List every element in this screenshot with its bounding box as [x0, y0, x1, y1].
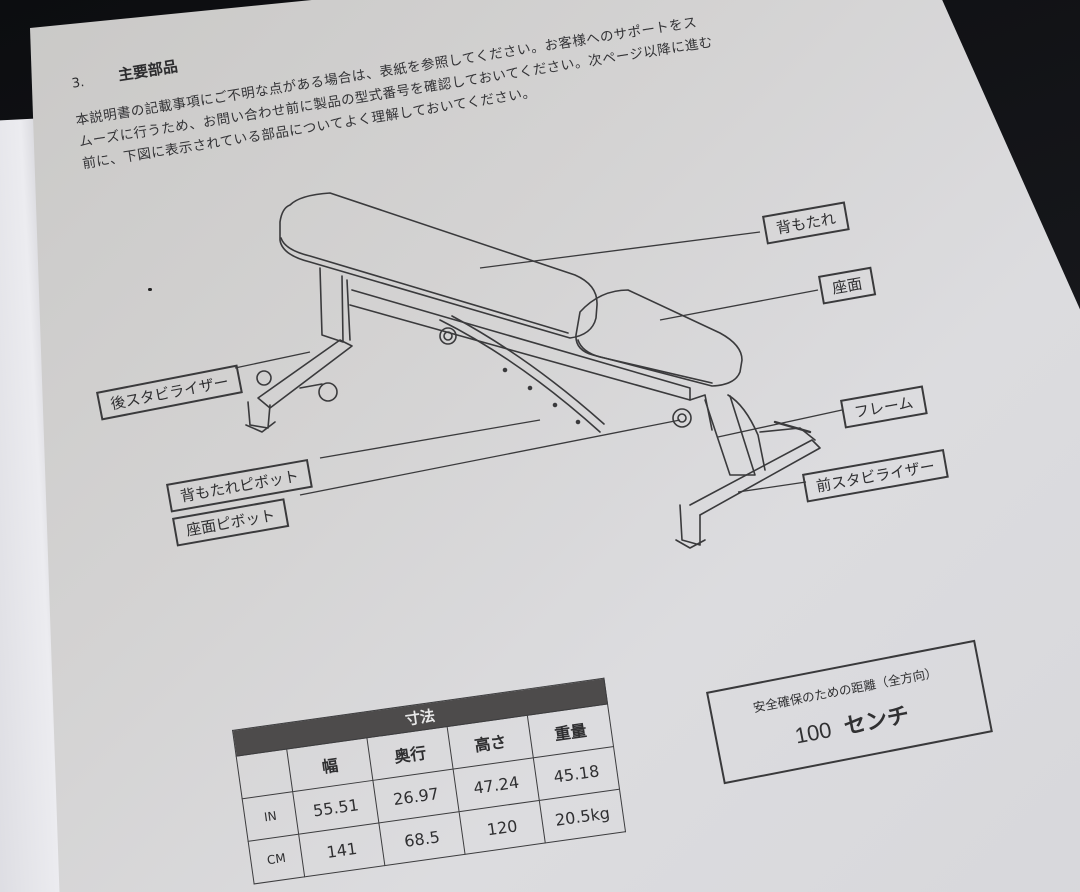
leader-frame [717, 409, 843, 438]
row-unit: CM [248, 834, 305, 884]
leader-backrest [479, 231, 761, 269]
manual-page [30, 0, 1080, 892]
safety-distance-number: 100 [792, 717, 834, 749]
leader-rear-stabilizer [234, 351, 311, 369]
safety-distance-unit: センチ [841, 702, 912, 741]
paper-speck [148, 288, 152, 291]
leader-seat-pivot [299, 419, 681, 496]
leader-front-stabilizer [737, 481, 807, 493]
header-corner [236, 749, 293, 799]
row-unit: IN [242, 791, 299, 842]
backrest-pad-outline [279, 192, 598, 339]
leader-seat [659, 289, 819, 321]
leader-backrest-pivot [319, 419, 541, 459]
seat-pad-outline [575, 289, 743, 387]
